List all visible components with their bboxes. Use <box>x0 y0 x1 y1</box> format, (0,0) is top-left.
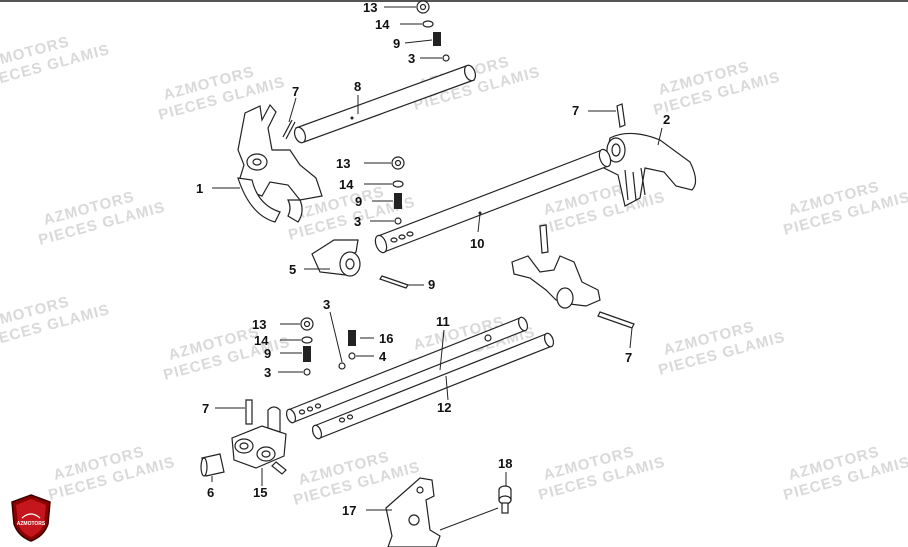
callout-5: 5 <box>289 262 296 277</box>
callout-13-mid: 13 <box>336 156 350 171</box>
top-border-line <box>0 0 908 2</box>
leader-lines <box>211 6 663 511</box>
hardware-top <box>416 0 450 62</box>
part-6-pin <box>200 453 225 477</box>
callout-11: 11 <box>436 314 450 329</box>
part-5-selector <box>311 239 409 289</box>
callout-2: 2 <box>663 112 670 127</box>
callout-9-selector: 9 <box>428 277 435 292</box>
hardware-low <box>300 317 356 376</box>
callout-3-low: 3 <box>264 365 271 380</box>
part-1-shift-fork <box>237 103 323 223</box>
callout-1: 1 <box>196 181 203 196</box>
callout-10: 10 <box>470 236 484 251</box>
part-11-shaft <box>285 316 529 424</box>
callout-3-pin: 3 <box>323 297 330 312</box>
callout-13-top: 13 <box>363 0 377 15</box>
part-17-bracket <box>385 477 499 547</box>
part-18-bolt <box>498 485 512 514</box>
callout-12: 12 <box>437 400 451 415</box>
part-2-shift-fork <box>603 103 697 207</box>
callout-14-low: 14 <box>254 333 269 348</box>
logo-text: AZMOTORS <box>17 521 46 527</box>
part-12-shaft <box>311 332 555 440</box>
callout-7-b: 7 <box>572 103 579 118</box>
callout-14-mid: 14 <box>339 177 354 192</box>
callout-9-top: 9 <box>393 36 400 51</box>
part-8-shaft <box>293 64 477 144</box>
callout-13-low: 13 <box>252 317 266 332</box>
part-15-lever-block <box>231 399 287 475</box>
callout-7-a: 7 <box>292 84 299 99</box>
callout-18: 18 <box>498 456 512 471</box>
callout-15: 15 <box>253 485 267 500</box>
callout-labels: 13 14 9 3 8 7 1 7 2 13 14 9 3 10 5 9 7 1… <box>196 0 670 518</box>
part-10-shaft <box>374 148 612 254</box>
callout-3-top: 3 <box>408 51 415 66</box>
callout-17: 17 <box>342 503 356 518</box>
callout-8: 8 <box>354 79 361 94</box>
callout-9-mid: 9 <box>355 194 362 209</box>
callout-9-low: 9 <box>264 346 271 361</box>
callout-3-mid: 3 <box>354 214 361 229</box>
callout-14-top: 14 <box>375 17 390 32</box>
callout-7-d: 7 <box>202 401 209 416</box>
callout-6: 6 <box>207 485 214 500</box>
callout-16: 16 <box>379 331 393 346</box>
hardware-mid <box>391 156 405 225</box>
callout-4: 4 <box>379 349 387 364</box>
azmotors-logo: AZMOTORS <box>11 494 51 542</box>
part-fork-lower-right <box>511 224 635 329</box>
callout-7-c: 7 <box>625 350 632 365</box>
